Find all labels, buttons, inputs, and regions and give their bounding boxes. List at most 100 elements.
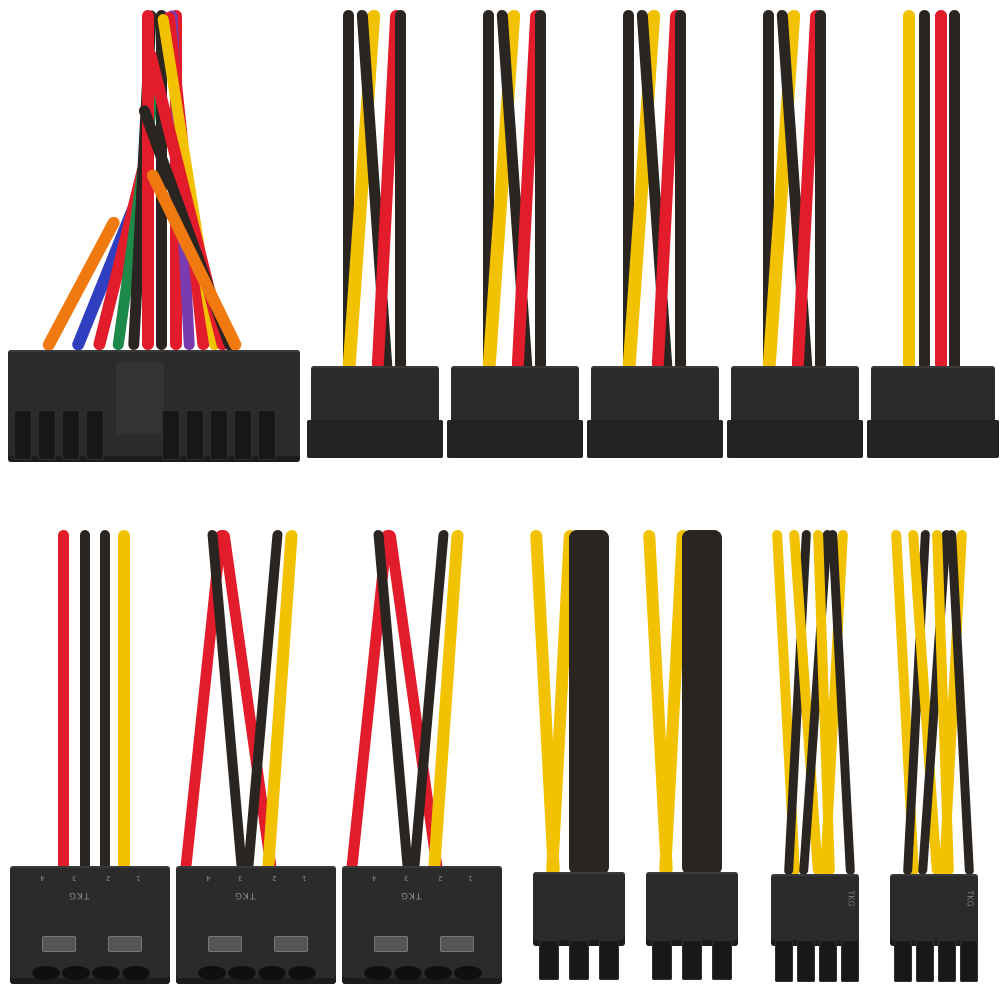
pin-number-2: 2 [106,874,111,882]
pin [797,940,815,982]
pin-hole [62,966,90,980]
pin [234,410,252,460]
brand-label: TKG [68,890,90,900]
pin [86,410,104,460]
brand-label: TKG [965,890,975,907]
pin-hole [424,966,452,980]
molex-cable-1: 4 3 2 1 TKG [10,530,175,990]
pin-hole [92,966,120,980]
pin [938,940,956,982]
sata-lip [727,420,863,458]
sata-connector [307,366,443,458]
wire-black [535,10,546,370]
atx-24pin-cable [0,0,310,470]
sata-lip [447,420,583,458]
pcie-6pin-connector [533,872,625,946]
pin [894,940,912,982]
molex-cable-3: 4 3 2 1 TKG [342,530,507,990]
eps-8pin-cable-1: TKG [765,530,865,990]
pin-number-3: 3 [404,874,409,882]
pin [819,940,837,982]
pin-hole [394,966,422,980]
latch-window [42,936,76,952]
wire-red [58,530,69,870]
pin-hole [198,966,226,980]
pin-hole [32,966,60,980]
pin [960,940,978,982]
sata-connector [867,366,999,458]
eps-8pin-connector: TKG [890,874,978,946]
wire-black [623,10,634,370]
sata-connector [447,366,583,458]
pin [712,940,732,980]
pin [258,410,276,460]
pin-number-1: 1 [302,874,307,882]
wire-yellow [118,530,130,870]
pin-hole [258,966,286,980]
pin [775,940,793,982]
latch-window [440,936,474,952]
latch-window [108,936,142,952]
pin-number-1: 1 [468,874,473,882]
sata-lip [587,420,723,458]
wire-black [675,10,686,370]
molex-cable-2: 4 3 2 1 TKG [176,530,341,990]
sata-cable-5 [865,0,1000,470]
pcie-6pin-cable-1 [525,530,630,990]
pin-hole [228,966,256,980]
pin [841,940,859,982]
pin [162,410,180,460]
molex-connector: 4 3 2 1 TKG [10,866,170,984]
wire-black [343,10,354,370]
wire-black-bundle [682,530,722,875]
wire-black [100,530,110,870]
wire-yellow [903,10,915,370]
brand-label: TKG [846,890,856,907]
pin-hole [288,966,316,980]
eps-8pin-connector: TKG [771,874,859,946]
pin-number-3: 3 [238,874,243,882]
pin-number-2: 2 [438,874,443,882]
sata-connector [727,366,863,458]
wire-black [483,10,494,370]
wire-black [949,10,960,370]
wire-black [815,10,826,370]
sata-connector [587,366,723,458]
wire-black [919,10,930,370]
pin [62,410,80,460]
wire-red [935,10,947,370]
pin [682,940,702,980]
molex-connector: 4 3 2 1 TKG [342,866,502,984]
pin-hole [364,966,392,980]
eps-8pin-cable-2: TKG [884,530,984,990]
pin-number-4: 4 [372,874,377,882]
pin [539,940,559,980]
pin-number-2: 2 [272,874,277,882]
sata-cable-2 [445,0,585,470]
pin-hole [122,966,150,980]
pin [599,940,619,980]
pin [569,940,589,980]
sata-cable-4 [725,0,865,470]
pin [38,410,56,460]
latch-window [374,936,408,952]
wire-black [763,10,774,370]
latch-window [274,936,308,952]
pin [210,410,228,460]
sata-lip [867,420,999,458]
wire-black [395,10,406,370]
molex-connector: 4 3 2 1 TKG [176,866,336,984]
atx-latch [116,362,164,434]
sata-lip [307,420,443,458]
pin [186,410,204,460]
brand-label: TKG [234,890,256,900]
pcie-6pin-cable-2 [638,530,743,990]
wire-black-bundle [569,530,609,875]
brand-label: TKG [400,890,422,900]
latch-window [208,936,242,952]
sata-cable-3 [585,0,725,470]
pin-hole [454,966,482,980]
pcie-6pin-connector [646,872,738,946]
pin-number-1: 1 [136,874,141,882]
